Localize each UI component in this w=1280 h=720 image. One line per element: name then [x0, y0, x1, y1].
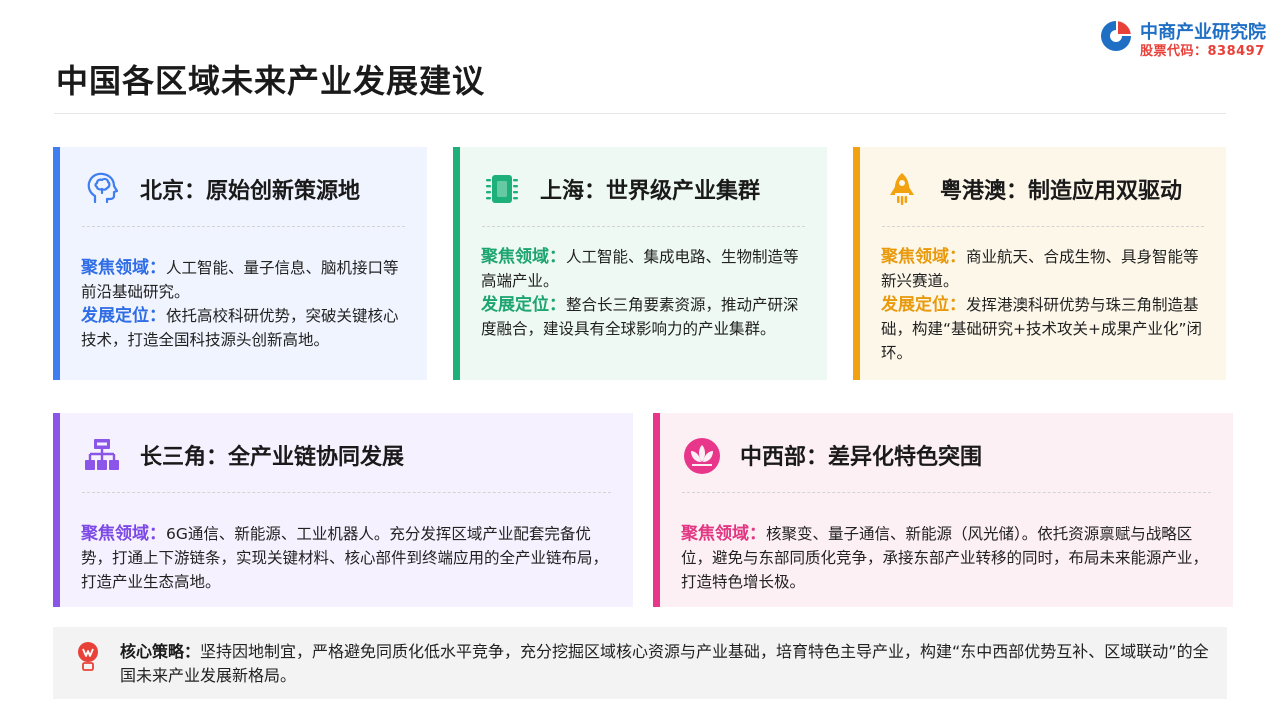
hierarchy-icon [85, 439, 119, 470]
brand-stock-code: 股票代码：838497 [1140, 44, 1265, 59]
card-body: 聚焦领域：商业航天、合成生物、具身智能等新兴赛道。 发展定位：发挥港澳科研优势与… [881, 245, 1211, 365]
region-card-yangtze-delta: 长三角：全产业链协同发展 聚焦领域：6G通信、新能源、工业机器人。充分发挥区域产… [53, 413, 633, 607]
focus-label: 聚焦领域： [881, 247, 966, 267]
card-divider [82, 226, 405, 227]
brand-logo-block: 中商产业研究院 股票代码：838497 [1098, 16, 1280, 60]
title-divider [54, 113, 1226, 114]
card-body: 聚焦领域：人工智能、量子信息、脑机接口等前沿基础研究。 发展定位：依托高校科研优… [81, 256, 411, 352]
region-card-shanghai: 上海：世界级产业集群 聚焦领域：人工智能、集成电路、生物制造等高端产业。 发展定… [453, 147, 827, 380]
card-body: 聚焦领域：人工智能、集成电路、生物制造等高端产业。 发展定位：整合长三角要素资源… [481, 245, 811, 341]
region-card-gba: 粤港澳：制造应用双驱动 聚焦领域：商业航天、合成生物、具身智能等新兴赛道。 发展… [853, 147, 1226, 380]
position-text: 依托高校科研优势，突破关键核心技术，打造全国科技源头创新高地。 [81, 307, 399, 349]
position-label: 发展定位： [81, 306, 166, 326]
card-divider [482, 226, 805, 227]
card-heading: 上海：世界级产业集群 [540, 179, 761, 204]
card-divider [82, 492, 611, 493]
strategy-text: 核心策略：坚持因地制宜，严格避免同质化低水平竞争，充分挖掘区域核心资源与产业基础… [120, 640, 1210, 688]
card-divider [882, 226, 1204, 227]
pin-badge-icon [78, 642, 98, 671]
card-divider [682, 492, 1211, 493]
brain-head-icon [87, 172, 119, 204]
card-body: 聚焦领域：核聚变、量子通信、新能源（风光储）。依托资源禀赋与战略区位，避免与东部… [681, 522, 1217, 594]
focus-label: 聚焦领域： [481, 247, 566, 267]
focus-label: 聚焦领域： [81, 258, 166, 278]
chip-icon [486, 175, 518, 203]
card-heading: 北京：原始创新策源地 [140, 179, 361, 204]
card-heading: 粤港澳：制造应用双驱动 [940, 179, 1183, 204]
focus-text: 核聚变、量子通信、新能源（风光储）。依托资源禀赋与战略区位，避免与东部同质化竞争… [681, 525, 1209, 591]
region-card-beijing: 北京：原始创新策源地 聚焦领域：人工智能、量子信息、脑机接口等前沿基础研究。 发… [53, 147, 427, 380]
focus-text: 6G通信、新能源、工业机器人。充分发挥区域产业配套完备优势，打通上下游链条，实现… [81, 525, 609, 591]
position-label: 发展定位： [481, 295, 566, 315]
position-label: 发展定位： [881, 295, 966, 315]
card-heading: 中西部：差异化特色突围 [740, 445, 983, 470]
card-heading: 长三角：全产业链协同发展 [140, 445, 405, 470]
position-text: 整合长三角要素资源，推动产研深度融合，建设具有全球影响力的产业集群。 [481, 296, 799, 338]
strategy-body: 坚持因地制宜，严格避免同质化低水平竞争，充分挖掘区域核心资源与产业基础，培育特色… [120, 642, 1209, 685]
focus-text: 人工智能、量子信息、脑机接口等前沿基础研究。 [81, 259, 399, 301]
brand-logo-icon [1101, 21, 1131, 51]
region-card-central-western: 中西部：差异化特色突围 聚焦领域：核聚变、量子通信、新能源（风光储）。依托资源禀… [653, 413, 1233, 607]
strategy-label: 核心策略： [120, 642, 201, 661]
page-title: 中国各区域未来产业发展建议 [56, 62, 486, 100]
card-body: 聚焦领域：6G通信、新能源、工业机器人。充分发挥区域产业配套完备优势，打通上下游… [81, 522, 617, 594]
focus-text: 商业航天、合成生物、具身智能等新兴赛道。 [881, 248, 1199, 290]
focus-text: 人工智能、集成电路、生物制造等高端产业。 [481, 248, 799, 290]
lotus-icon [684, 438, 720, 474]
core-strategy-banner: 核心策略：坚持因地制宜，严格避免同质化低水平竞争，充分挖掘区域核心资源与产业基础… [53, 627, 1227, 699]
focus-label: 聚焦领域： [81, 524, 166, 544]
rocket-icon [890, 173, 914, 205]
brand-name: 中商产业研究院 [1140, 22, 1266, 43]
focus-label: 聚焦领域： [681, 524, 766, 544]
position-text: 发挥港澳科研优势与珠三角制造基础，构建“基础研究+技术攻关+成果产业化”闭环。 [881, 296, 1203, 362]
